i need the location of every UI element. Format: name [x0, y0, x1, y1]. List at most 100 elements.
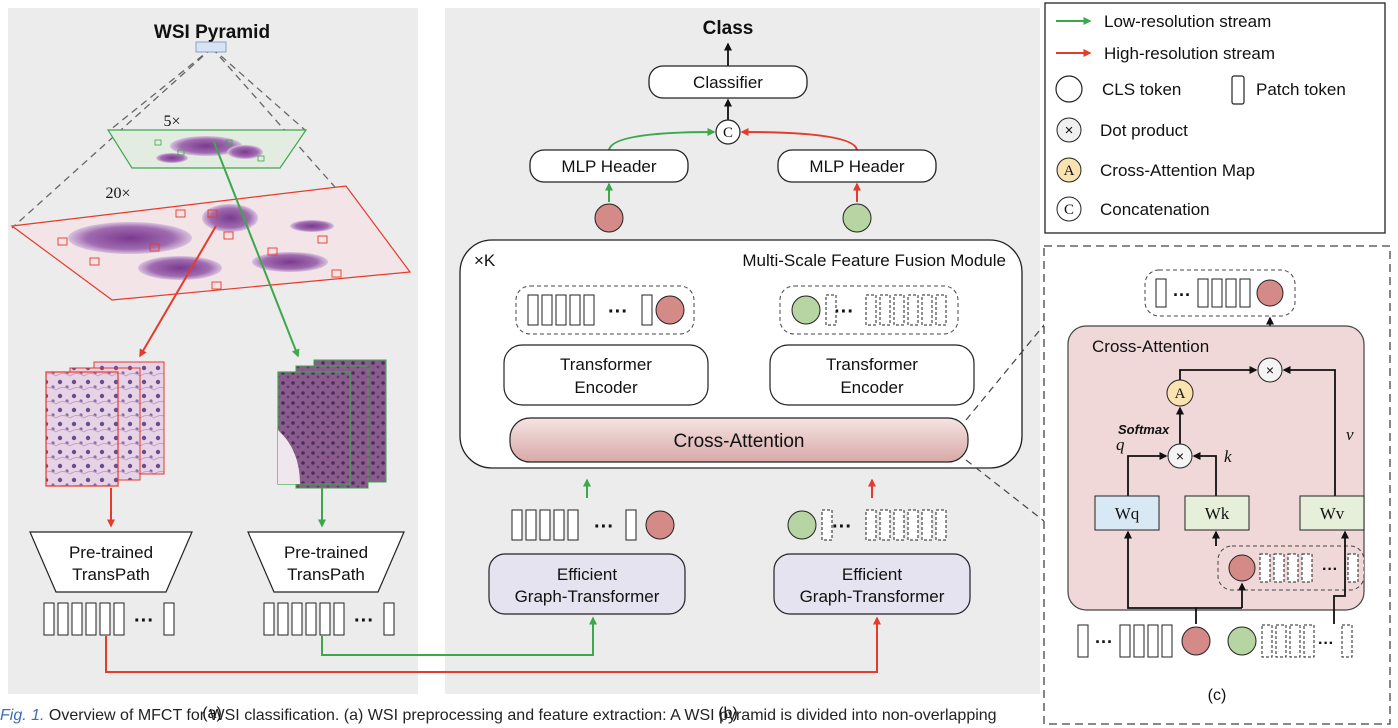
module-cls-high	[655, 295, 685, 325]
value-dot-product-symbol: ×	[1266, 362, 1274, 378]
efficient-graph-transformer-left	[488, 553, 686, 615]
egt-right-ellipsis: ···	[832, 516, 852, 538]
query-to-dot-arrow	[1127, 452, 1168, 496]
pretrained-transpath-low: Pre-trained TransPath	[247, 531, 405, 593]
attn-input-cls	[1228, 554, 1256, 582]
concat-node	[715, 119, 741, 145]
pretrained-transpath-high: Pre-trained TransPath	[29, 531, 193, 593]
cross-attention-panel-title: Cross-Attention	[1092, 337, 1209, 356]
legend-attn-map-label: Cross-Attention Map	[1100, 161, 1255, 180]
panel-a-sublabel: (a)	[202, 705, 222, 722]
low-res-feature-ellipsis: ···	[354, 610, 374, 632]
low-res-feature-tokens	[263, 602, 395, 636]
attn-output-ellipsis: ···	[1173, 285, 1191, 305]
legend-attn-map-icon	[1056, 157, 1082, 183]
panel-c-low-cls	[1227, 626, 1257, 656]
low-res-patch-stack	[277, 359, 387, 489]
egt-right-line2: Graph-Transformer	[800, 587, 945, 606]
wk-label: Wk	[1205, 504, 1230, 523]
attn-output-cls	[1256, 279, 1284, 307]
encoder-left-line2: Encoder	[574, 378, 638, 397]
concat-node-symbol: C	[723, 125, 733, 141]
transpath-low-line2: TransPath	[287, 565, 365, 584]
egt-left-output-tokens	[511, 509, 637, 541]
module-low-ellipsis: ···	[834, 301, 854, 323]
level-5x-label: 5×	[163, 113, 180, 130]
encoder-right-line1: Transformer	[826, 355, 918, 374]
cross-attention-bar-label: Cross-Attention	[674, 431, 805, 452]
egt-left-ellipsis: ···	[594, 516, 614, 538]
low-res-patch-arrow	[213, 141, 300, 358]
classifier-box	[648, 65, 808, 99]
high-res-patch-arrow	[139, 225, 217, 358]
value-label: v	[1346, 425, 1354, 444]
legend-high-stream-label: High-resolution stream	[1104, 44, 1275, 63]
module-patch-tokens-low	[825, 294, 947, 326]
wv-box	[1299, 495, 1365, 531]
attn-output-patch-tokens	[1197, 278, 1251, 308]
egt-left-line2: Graph-Transformer	[515, 587, 660, 606]
attn-map-to-dot-arrow	[1179, 366, 1258, 380]
low-res-stream-connector	[321, 616, 597, 656]
transpath-low-line1: Pre-trained	[284, 543, 368, 562]
panel-c-high-ellipsis: ···	[1095, 632, 1113, 652]
level-5x: 5×	[106, 113, 308, 169]
legend-attn-map-symbol: A	[1064, 163, 1075, 179]
encoder-right-line2: Encoder	[840, 378, 904, 397]
high-res-feature-ellipsis: ···	[134, 610, 154, 632]
panel-b-sublabel: (b)	[718, 705, 738, 722]
legend-box	[1044, 2, 1386, 234]
caption-lead: Fig. 1.	[0, 707, 45, 724]
panel-b: Class Classifier C MLP Header MLP Header…	[445, 8, 1040, 722]
panel-c-sublabel: (c)	[1208, 687, 1227, 704]
panel-c-high-input-tokens	[1077, 624, 1173, 658]
mlp-header-right-label: MLP Header	[809, 157, 904, 176]
attention-map-symbol: A	[1175, 386, 1186, 402]
legend-dot-product-icon	[1056, 117, 1082, 143]
pyramid-outline	[11, 47, 411, 273]
pyramid-apex-thumbnail	[195, 41, 227, 53]
module-cls-low	[791, 295, 821, 325]
wq-label: Wq	[1115, 504, 1140, 523]
wq-box	[1094, 495, 1160, 531]
key-label: k	[1224, 447, 1232, 466]
attn-input-patch-tokens	[1259, 553, 1359, 583]
panel-c-low-ellipsis: ···	[1318, 635, 1334, 652]
figure-caption: Fig. 1. Overview of MFCT for WSI classif…	[0, 707, 1398, 728]
high-mlp-to-concat-arrow	[740, 128, 858, 151]
module-patch-tokens-high	[527, 294, 653, 326]
qk-dot-product-node	[1167, 443, 1193, 469]
legend-cls-icon	[1055, 75, 1083, 103]
legend-dot-product-symbol: ×	[1065, 122, 1074, 139]
efficient-graph-transformer-right	[773, 553, 971, 615]
softmax-label: Softmax	[1118, 422, 1170, 437]
high-res-stream-connector	[105, 616, 881, 673]
legend-concat-symbol: C	[1064, 202, 1074, 218]
query-label: q	[1116, 435, 1125, 454]
legend-low-stream-label: Low-resolution stream	[1104, 12, 1271, 31]
classifier-label: Classifier	[693, 73, 763, 92]
wv-label: Wv	[1320, 504, 1345, 523]
zoom-line-bottom	[965, 459, 1059, 533]
transformer-encoder-right	[769, 344, 975, 406]
level-20x-label: 20×	[105, 185, 130, 202]
attn-input-ellipsis: ···	[1322, 561, 1338, 578]
caption-text: Overview of MFCT for WSI classification.…	[44, 707, 997, 724]
egt-left-cls-token	[645, 510, 675, 540]
cls-token-high	[594, 203, 624, 233]
legend-patch-icon	[1231, 75, 1245, 105]
mlp-header-right	[777, 149, 937, 183]
cls-to-wq-arrow	[1124, 530, 1197, 624]
egt-right-line1: Efficient	[842, 565, 902, 584]
mlp-header-left	[529, 149, 689, 183]
legend-concat-icon	[1056, 196, 1082, 222]
egt-left-line1: Efficient	[557, 565, 617, 584]
legend: Low-resolution stream High-resolution st…	[1044, 2, 1386, 234]
legend-patch-label: Patch token	[1256, 80, 1346, 99]
qk-dot-product-symbol: ×	[1176, 448, 1184, 464]
low-mlp-to-concat-arrow	[608, 128, 716, 151]
cross-attention-bar	[509, 417, 969, 463]
key-to-dot-arrow	[1192, 452, 1217, 496]
transformer-encoder-left	[503, 344, 709, 406]
